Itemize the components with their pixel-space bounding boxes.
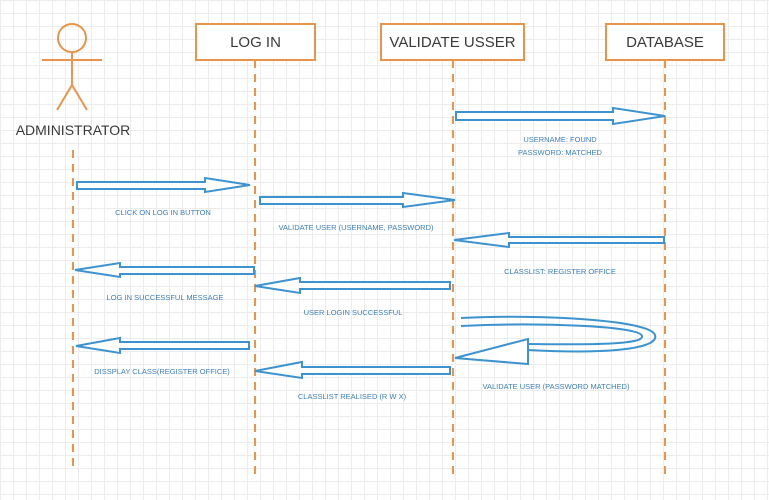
arrow-left [75, 336, 250, 355]
message-label-line: USER LOGIN SUCCESSFUL [304, 308, 403, 317]
arrow-right [76, 176, 251, 194]
arrow-right [259, 191, 456, 209]
message-label-line: USERNAME: FOUND [523, 135, 597, 144]
arrow-left [254, 360, 451, 380]
participant-login-label: LOG IN [230, 34, 281, 51]
message-label-line: LOG IN SUCCESSFUL MESSAGE [107, 293, 224, 302]
message-label-line: CLASSLIST: REGISTER OFFICE [504, 267, 616, 276]
message-classlist-realised: CLASSLIST REALISED (R W X) [254, 360, 451, 401]
message-label-line: CLASSLIST REALISED (R W X) [298, 392, 407, 401]
participant-validate-user: VALIDATE USSER [380, 23, 525, 61]
message-validate-password: VALIDATE USER (PASSWORD MATCHED) [454, 315, 657, 391]
message-label-line: CLICK ON LOG IN BUTTON [115, 208, 211, 217]
message-username-found: USERNAME: FOUND PASSWORD: MATCHED [455, 106, 666, 157]
actor-right-leg [71, 84, 88, 111]
actor-left-leg [56, 84, 73, 111]
arrow-head-left [454, 337, 529, 366]
message-label-line: DISSPLAY CLASS(REGISTER OFFICE) [94, 367, 230, 376]
message-user-login-successful: USER LOGIN SUCCESSFUL [254, 276, 451, 317]
arrow-left [254, 276, 451, 295]
message-label-line: PASSWORD: MATCHED [518, 148, 602, 157]
participant-database: DATABASE [605, 23, 725, 61]
participant-login: LOG IN [195, 23, 316, 61]
arrow-right [455, 106, 666, 126]
message-display-class: DISSPLAY CLASS(REGISTER OFFICE) [75, 336, 250, 376]
actor-head [57, 23, 87, 53]
message-click-login: CLICK ON LOG IN BUTTON [76, 176, 251, 217]
actor-label: ADMINISTRATOR [16, 122, 131, 138]
participant-database-label: DATABASE [626, 34, 704, 51]
participant-validate-user-label: VALIDATE USSER [389, 34, 515, 51]
message-validate-user: VALIDATE USER (USERNAME, PASSWORD) [259, 191, 456, 232]
self-loop-path [460, 315, 657, 353]
message-classlist-register: CLASSLIST: REGISTER OFFICE [453, 231, 665, 276]
message-label-line: VALIDATE USER (USERNAME, PASSWORD) [278, 223, 434, 232]
arrow-left [453, 231, 665, 249]
arrow-left [74, 261, 255, 279]
administrator-actor: ADMINISTRATOR [16, 23, 131, 138]
self-loop-inner [460, 323, 643, 346]
message-label-line: VALIDATE USER (PASSWORD MATCHED) [483, 382, 630, 391]
message-login-successful: LOG IN SUCCESSFUL MESSAGE [74, 261, 255, 302]
